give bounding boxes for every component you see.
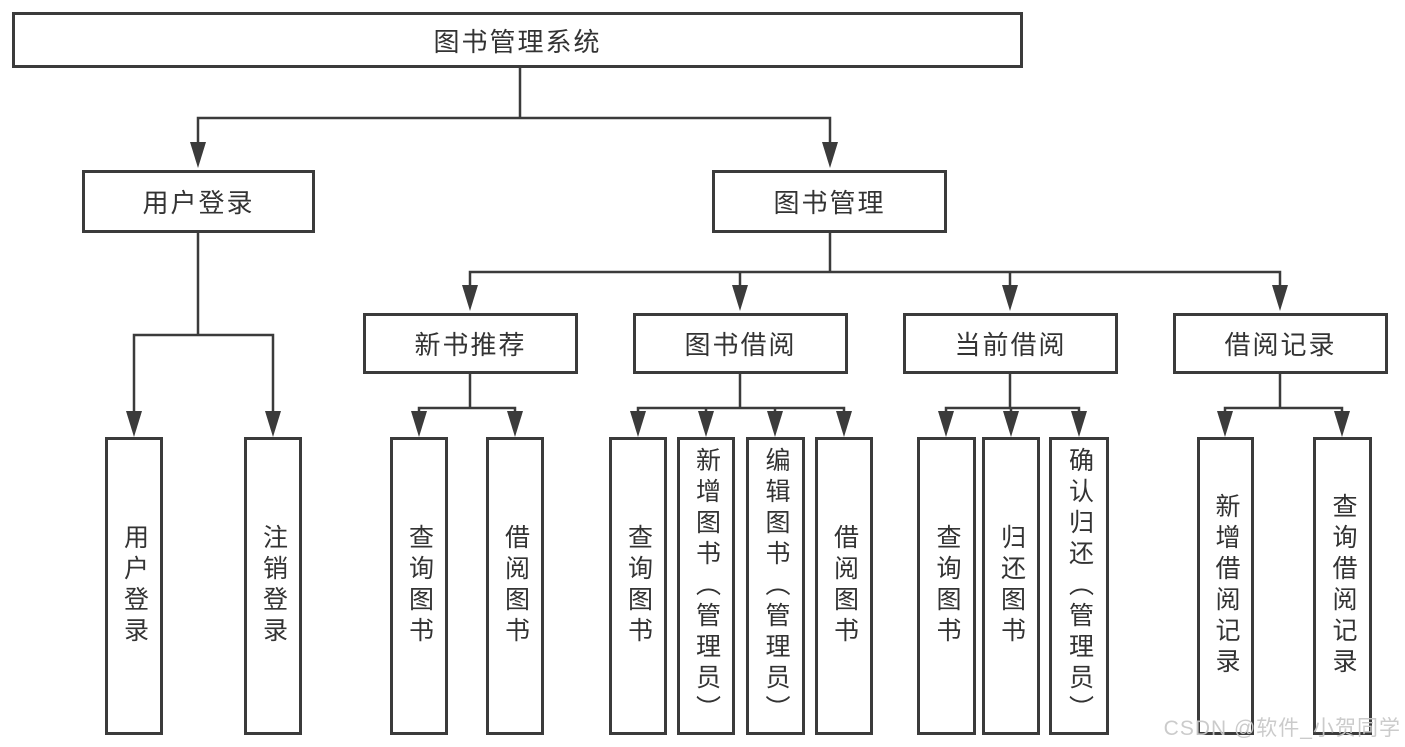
- node-new-book-recommend: 新书推荐: [363, 313, 578, 374]
- leaf-label: 用户登录: [120, 524, 149, 648]
- leaf-label: 注销登录: [259, 524, 288, 648]
- leaf-label: 查询图书: [933, 524, 961, 648]
- leaf-logout: 注销登录: [244, 437, 302, 735]
- node-label: 新书推荐: [414, 330, 527, 360]
- leaf-user-login: 用户登录: [105, 437, 163, 735]
- leaf-add-borrow-record: 新增借阅记录: [1197, 437, 1254, 735]
- leaf-query-books-1: 查询图书: [390, 437, 448, 735]
- leaf-label: 归还图书: [997, 524, 1026, 648]
- leaf-confirm-return-admin: 确认归还（管理员）: [1049, 437, 1109, 735]
- leaf-query-borrow-record: 查询借阅记录: [1313, 437, 1372, 735]
- leaf-label: 新增图书（管理员）: [692, 446, 721, 726]
- leaf-borrow-books-2: 借阅图书: [815, 437, 873, 735]
- leaf-add-books-admin: 新增图书（管理员）: [677, 437, 735, 735]
- node-user-login: 用户登录: [82, 170, 315, 233]
- leaf-label: 查询图书: [624, 524, 653, 648]
- leaf-label: 查询借阅记录: [1329, 493, 1357, 679]
- node-label: 图书管理: [773, 188, 886, 218]
- node-label: 图书借阅: [684, 330, 797, 360]
- node-label: 图书管理系统: [433, 26, 602, 57]
- node-borrow-records: 借阅记录: [1173, 313, 1388, 374]
- leaf-edit-books-admin: 编辑图书（管理员）: [746, 437, 805, 735]
- leaf-label: 借阅图书: [830, 524, 859, 648]
- node-label: 借阅记录: [1224, 330, 1337, 360]
- node-root: 图书管理系统: [12, 12, 1023, 68]
- node-book-management: 图书管理: [712, 170, 947, 233]
- leaf-label: 查询图书: [405, 524, 434, 648]
- leaf-label: 确认归还（管理员）: [1065, 446, 1094, 726]
- node-label: 用户登录: [142, 188, 255, 218]
- node-current-borrow: 当前借阅: [903, 313, 1118, 374]
- leaf-label: 新增借阅记录: [1212, 493, 1240, 679]
- node-book-borrow: 图书借阅: [633, 313, 848, 374]
- leaf-label: 编辑图书（管理员）: [762, 446, 790, 726]
- leaf-borrow-books-1: 借阅图书: [486, 437, 544, 735]
- leaf-label: 借阅图书: [501, 524, 530, 648]
- node-label: 当前借阅: [954, 330, 1067, 360]
- leaf-query-books-3: 查询图书: [917, 437, 976, 735]
- leaf-return-books: 归还图书: [982, 437, 1040, 735]
- leaf-query-books-2: 查询图书: [609, 437, 667, 735]
